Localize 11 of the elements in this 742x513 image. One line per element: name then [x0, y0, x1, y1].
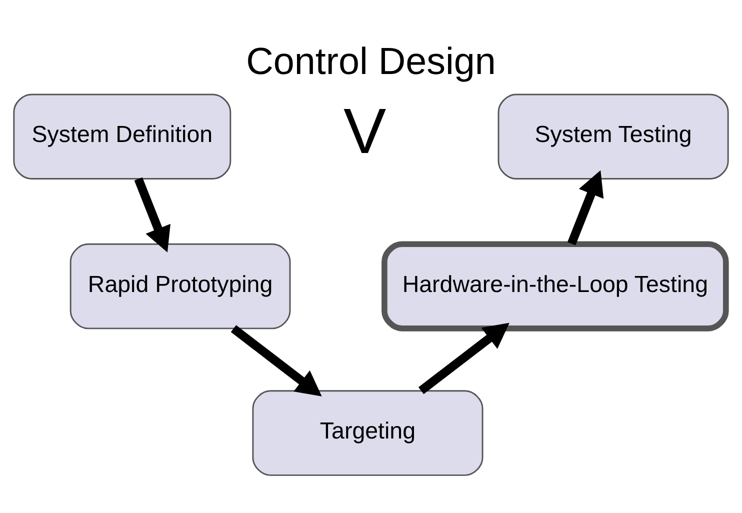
node-box: Hardware-in-the-Loop Testing	[382, 241, 729, 332]
arrow	[418, 322, 510, 394]
arrow	[567, 170, 604, 246]
label: V	[344, 94, 386, 167]
node-box: Rapid Prototyping	[70, 243, 291, 330]
node-box: System Definition	[13, 94, 232, 180]
arrow	[230, 325, 322, 396]
node-box: Targeting	[252, 390, 484, 476]
node-box: System Testing	[498, 94, 729, 180]
diagram-title: Control Design	[246, 40, 496, 83]
arrow	[134, 177, 170, 252]
